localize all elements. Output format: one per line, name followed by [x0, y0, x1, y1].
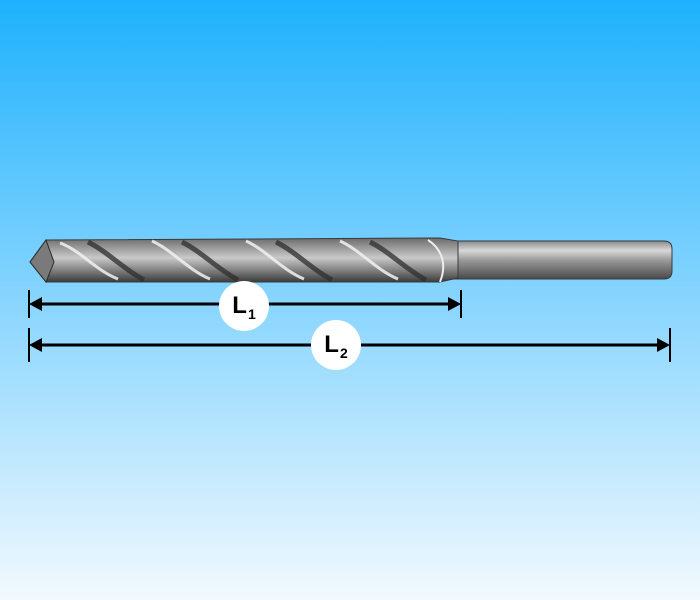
- l1-label: L1: [219, 281, 269, 331]
- l2-main: L: [324, 331, 339, 358]
- l1-sub: 1: [247, 306, 256, 322]
- l2-sub: 2: [339, 345, 348, 361]
- l1-main: L: [232, 292, 247, 319]
- drill-bit-icon: [29, 237, 673, 283]
- l2-label: L2: [311, 320, 361, 370]
